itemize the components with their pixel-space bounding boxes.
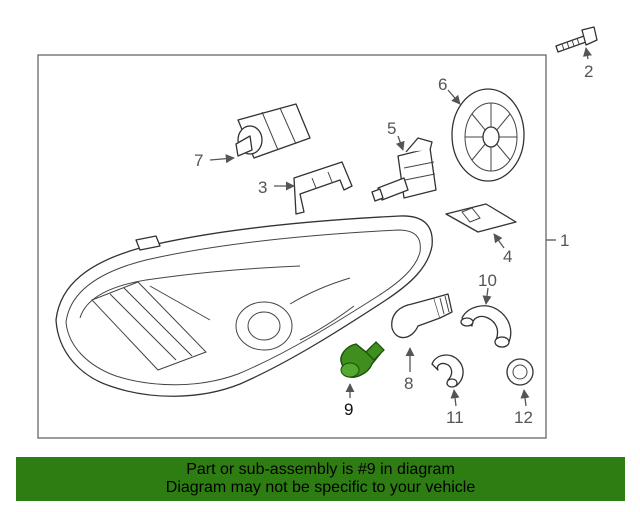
part-12-ring[interactable]: 12 <box>506 358 534 427</box>
part-6-dust-cover[interactable]: 6 <box>438 75 525 182</box>
part-11-elbow[interactable]: 11 <box>431 354 464 427</box>
part-7-projector[interactable]: 7 <box>194 103 311 170</box>
callout-2-label: 2 <box>584 62 593 81</box>
part-2-bolt[interactable]: 2 <box>555 26 598 81</box>
callout-11-label: 11 <box>446 408 464 427</box>
part-4-clip[interactable]: 4 <box>445 203 517 266</box>
callout-1[interactable]: 1 <box>546 231 569 250</box>
callout-8-label: 8 <box>404 374 413 393</box>
info-banner: Part or sub-assembly is #9 in diagram Di… <box>16 457 625 501</box>
callout-7-label: 7 <box>194 151 203 170</box>
callout-1-label: 1 <box>560 231 569 250</box>
part-5-bulb[interactable]: 5 <box>371 119 437 202</box>
callout-3-label: 3 <box>258 178 267 197</box>
callout-10-label: 10 <box>478 271 497 290</box>
assembly-frame <box>37 54 547 439</box>
banner-line-1: Part or sub-assembly is #9 in diagram <box>186 461 455 478</box>
part-8-bulb[interactable]: 8 <box>391 293 453 393</box>
part-9-socket[interactable]: 9 <box>340 341 385 419</box>
callout-9-label: 9 <box>344 400 353 419</box>
callout-6-label: 6 <box>438 75 447 94</box>
part-3-bracket[interactable]: 3 <box>258 161 353 215</box>
banner-line-2: Diagram may not be specific to your vehi… <box>165 479 476 496</box>
callout-12-label: 12 <box>514 408 533 427</box>
parts-diagram: 1 2 6 5 7 3 <box>37 26 598 439</box>
callout-4-label: 4 <box>503 247 512 266</box>
callout-5-label: 5 <box>387 119 396 138</box>
part-10-elbow[interactable]: 10 <box>460 271 512 348</box>
headlamp-housing <box>55 215 433 397</box>
